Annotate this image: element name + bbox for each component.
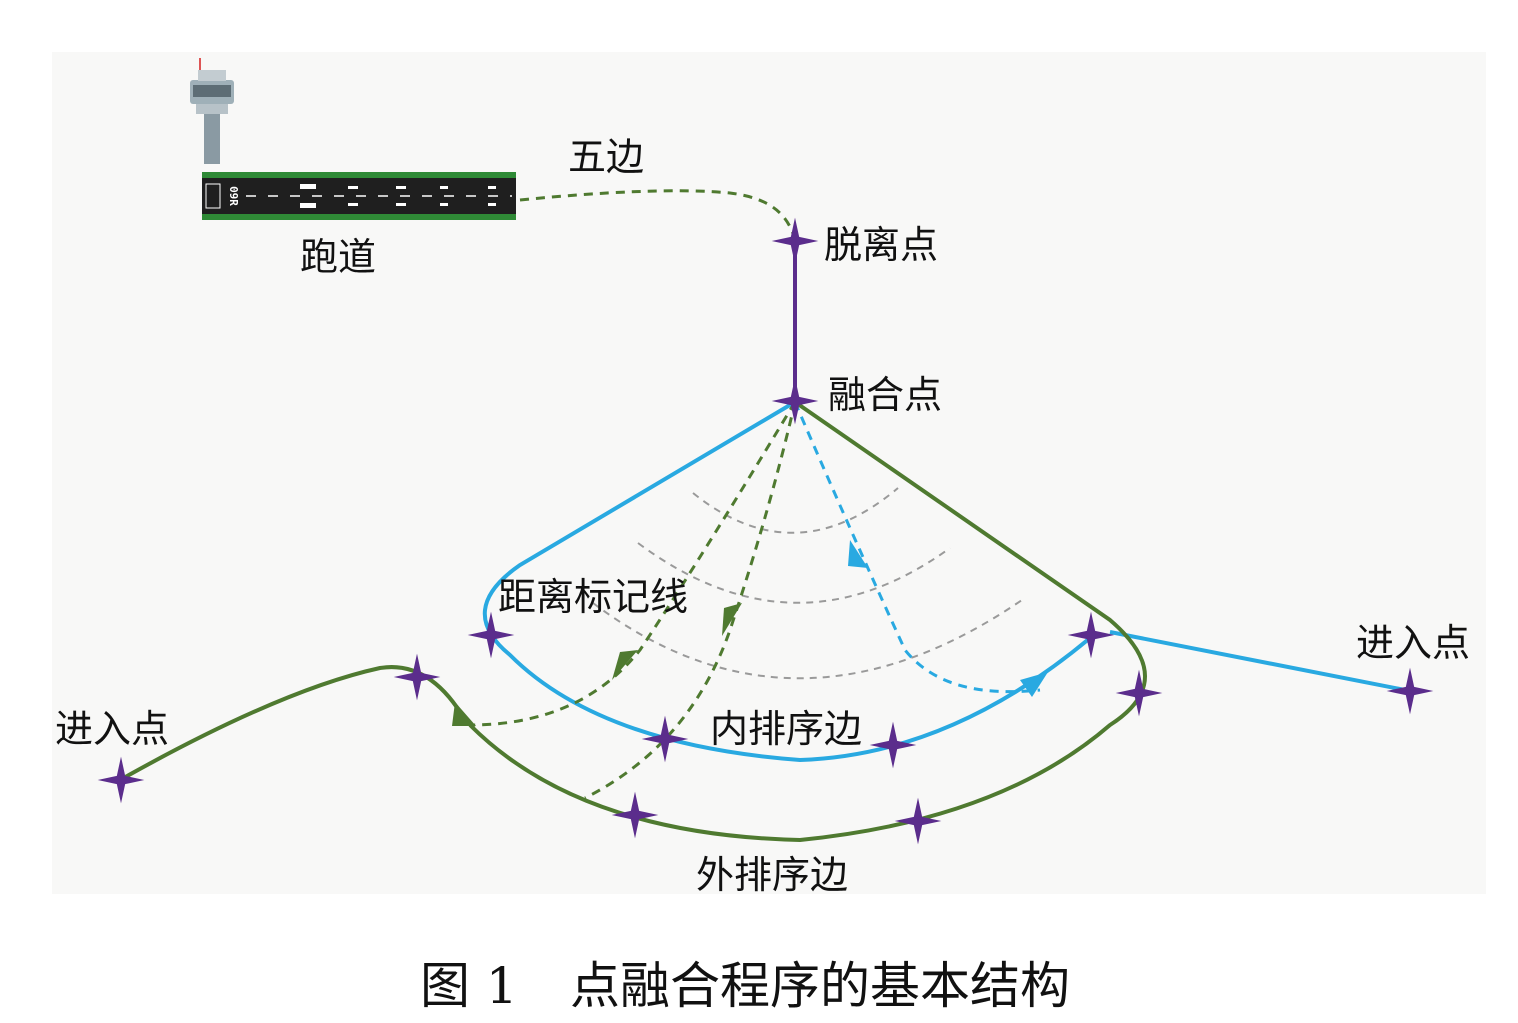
arrowhead-icon bbox=[452, 540, 1048, 726]
label-entry-left: 进入点 bbox=[55, 707, 169, 751]
figure-number: 图 1 bbox=[420, 957, 518, 1015]
left-entry-route bbox=[119, 665, 467, 782]
runway-icon: 09R bbox=[202, 172, 516, 220]
label-entry-right: 进入点 bbox=[1356, 621, 1470, 665]
green-direct-to-path-1 bbox=[469, 401, 797, 727]
inner-sequencing-leg bbox=[483, 400, 1092, 763]
label-inner-leg: 内排序边 bbox=[710, 707, 862, 751]
label-runway: 跑道 bbox=[300, 235, 376, 279]
figure-title: 点融合程序的基本结构 bbox=[570, 957, 1070, 1015]
label-distance-marks: 距离标记线 bbox=[498, 575, 688, 619]
final-leg-path bbox=[519, 189, 797, 241]
outer-sequencing-leg bbox=[468, 400, 1147, 843]
label-merge-point: 融合点 bbox=[828, 373, 942, 417]
control-tower-icon bbox=[190, 58, 234, 164]
right-entry-route bbox=[1109, 630, 1406, 692]
green-direct-to-path-2 bbox=[584, 401, 797, 800]
blue-direct-to-path bbox=[793, 401, 1041, 694]
runway-marking: 09R bbox=[227, 186, 240, 206]
label-outer-leg: 外排序边 bbox=[696, 853, 848, 897]
label-final-leg: 五边 bbox=[568, 135, 644, 179]
label-exit-point: 脱离点 bbox=[824, 223, 938, 267]
